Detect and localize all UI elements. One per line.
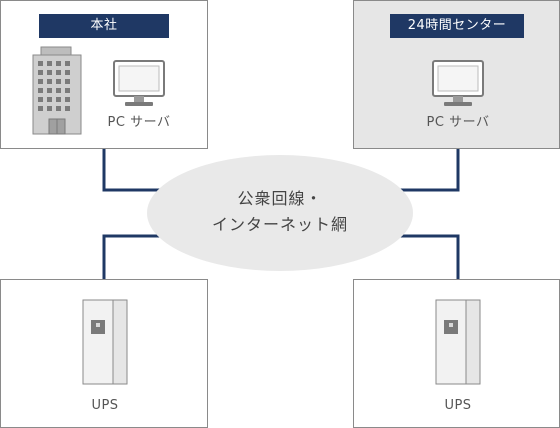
network-label-line2: インターネット網 bbox=[211, 215, 348, 234]
ups-right-caption: UPS bbox=[444, 398, 472, 413]
office-building-icon bbox=[32, 46, 82, 135]
head-office-caption: PC サーバ bbox=[107, 115, 171, 130]
ups-left-panel: UPS bbox=[0, 279, 208, 428]
connector-ups-left bbox=[102, 234, 165, 280]
ups-left-caption: UPS bbox=[91, 398, 119, 413]
network-label: 公衆回線・ インターネット網 bbox=[170, 186, 390, 238]
pc-monitor-icon bbox=[113, 60, 165, 106]
network-ellipse bbox=[147, 155, 413, 271]
ups-unit-icon bbox=[82, 299, 128, 385]
center-24h-title: 24時間センター bbox=[390, 14, 524, 38]
connector-head-office bbox=[102, 148, 165, 192]
center-24h-panel: 24時間センター PC サーバ bbox=[353, 0, 560, 149]
connector-ups-right bbox=[398, 234, 460, 280]
connector-center-24h bbox=[398, 148, 460, 192]
network-label-line1: 公衆回線・ bbox=[237, 189, 323, 208]
ups-unit-icon bbox=[435, 299, 481, 385]
head-office-panel: 本社 PC サーバ bbox=[0, 0, 208, 149]
head-office-title: 本社 bbox=[39, 14, 169, 38]
ups-right-panel: UPS bbox=[353, 279, 560, 428]
center-24h-caption: PC サーバ bbox=[426, 115, 490, 130]
pc-monitor-icon bbox=[432, 60, 484, 106]
